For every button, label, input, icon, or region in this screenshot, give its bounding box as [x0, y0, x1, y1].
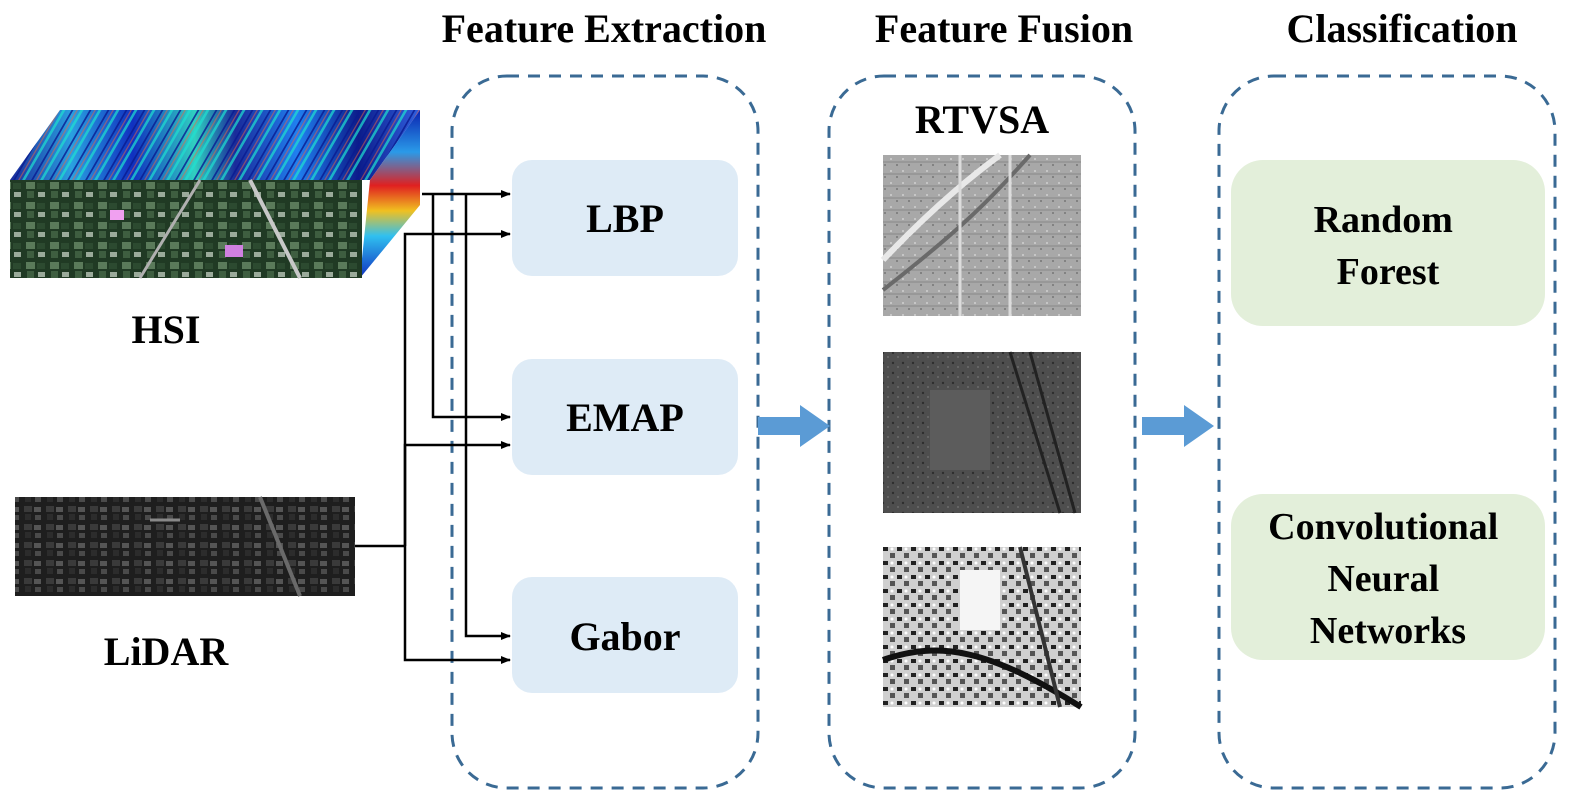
extractor-label-emap: EMAP	[566, 395, 684, 440]
fused-feature-image-1	[880, 152, 1081, 316]
extractor-box-lbp	[512, 160, 738, 276]
classification-container	[1217, 74, 1557, 790]
fused-feature-image-3	[882, 546, 1083, 710]
connector-lines	[355, 190, 511, 664]
stage-title-fusion: Feature Fusion	[875, 6, 1133, 51]
classifier-box-random-forest	[1231, 160, 1545, 326]
classifier-label-line: Convolutional	[1268, 506, 1498, 548]
classifier-label-line: Networks	[1310, 610, 1466, 652]
lidar-label: LiDAR	[104, 629, 230, 674]
flow-arrow-extraction-to-fusion	[758, 405, 830, 447]
hsi-cube-image	[10, 110, 420, 279]
classifier-label-line: Random	[1314, 199, 1453, 241]
classifier-label-line: Neural	[1327, 558, 1439, 600]
hsi-label: HSI	[132, 307, 201, 352]
classifier-box-cnn	[1231, 494, 1545, 660]
flow-arrow-fusion-to-classification	[1142, 405, 1214, 447]
stage-title-classification: Classification	[1286, 6, 1517, 51]
extractor-box-emap	[512, 359, 738, 475]
fused-feature-image-2	[883, 351, 1081, 514]
extractor-box-gabor	[512, 577, 738, 693]
extractor-label-lbp: LBP	[586, 196, 664, 241]
classifier-label-line: Forest	[1337, 251, 1440, 293]
stage-title-extraction: Feature Extraction	[442, 6, 767, 51]
extractor-label-gabor: Gabor	[569, 614, 680, 659]
classifier-label-random-forest: Random Forest	[1314, 199, 1463, 293]
classifier-label-cnn: Convolutional Neural Networks	[1268, 506, 1508, 652]
lidar-image	[15, 496, 355, 597]
fusion-method-label: RTVSA	[915, 97, 1049, 142]
